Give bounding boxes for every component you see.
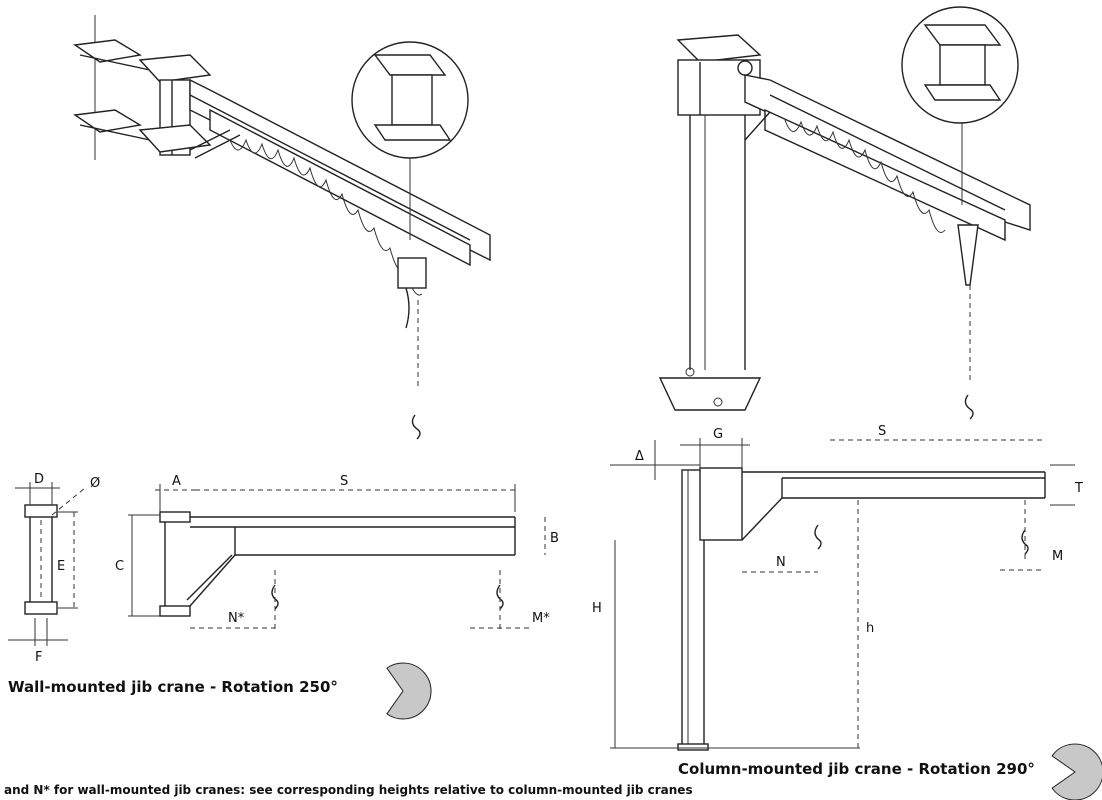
label-delta: Δ [635,449,644,464]
footnote: and N* for wall-mounted jib cranes: see … [4,783,693,797]
label-N: N [776,555,786,570]
column-crane-illustration [658,6,1031,420]
label-T: T [1074,481,1083,496]
label-A: A [172,474,181,489]
label-h: h [866,621,874,636]
label-E: E [57,559,65,574]
wall-crane-caption: Wall-mounted jib crane - Rotation 250° [8,678,338,696]
label-G: G [713,427,723,442]
dimension-labels: D Ø E F A S B C N* M* Δ G S T H N M h [34,424,1083,665]
wall-crane-side-view [8,482,546,646]
label-S-wall: S [340,474,348,489]
label-N-star: N* [228,611,245,626]
label-M: M [1052,549,1063,564]
rotation-290-pie-icon [1051,743,1102,800]
label-M-star: M* [532,611,550,626]
label-diameter: Ø [90,476,100,491]
label-C: C [115,559,124,574]
column-crane-caption: Column-mounted jib crane - Rotation 290° [678,760,1035,778]
label-D: D [34,472,44,487]
label-F: F [35,650,42,665]
label-B: B [550,531,559,546]
column-crane-elevation [610,438,1075,751]
label-S-column: S [878,424,886,439]
rotation-250-pie-icon [386,662,432,720]
label-H: H [592,601,602,616]
wall-crane-illustration [73,15,491,440]
